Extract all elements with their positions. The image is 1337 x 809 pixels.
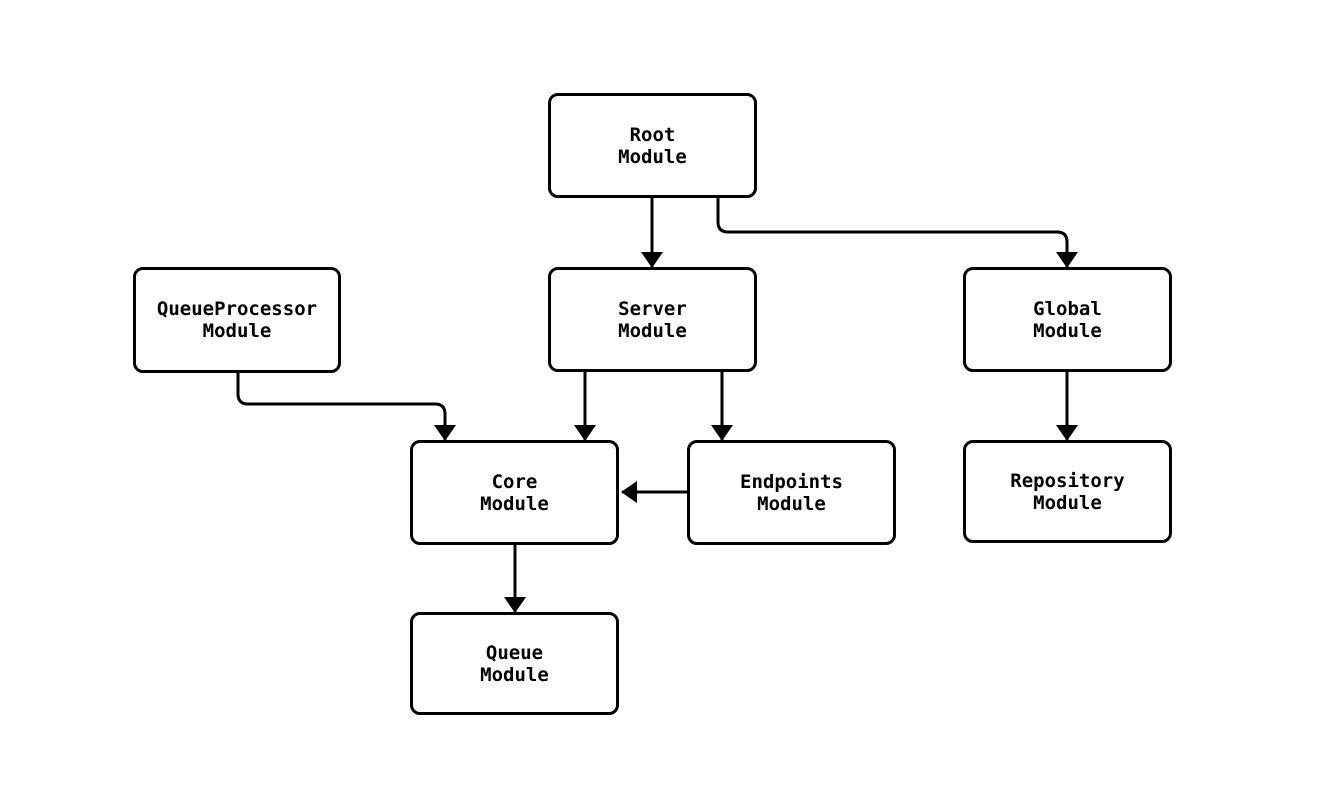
edge-queueprocessor-to-core [236, 373, 456, 441]
node-endpoints-module: Endpoints Module [687, 440, 896, 545]
node-root-module: Root Module [548, 93, 757, 198]
node-core-module: Core Module [410, 440, 619, 545]
node-repository-module: Repository Module [963, 440, 1172, 543]
node-queueprocessor-module: QueueProcessor Module [133, 267, 341, 373]
edge-root-to-global [716, 198, 1078, 268]
node-server-module: Server Module [548, 267, 757, 372]
node-global-module: Global Module [963, 267, 1172, 372]
node-queue-module: Queue Module [410, 612, 619, 715]
